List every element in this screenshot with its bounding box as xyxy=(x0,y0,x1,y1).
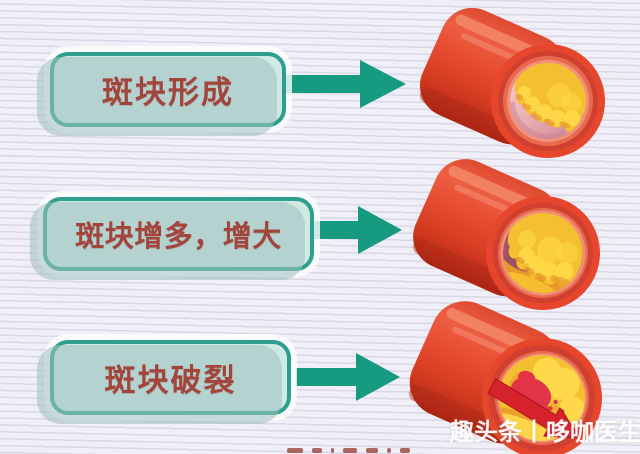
stage-label-plaque-formation: 斑块形成 xyxy=(102,75,234,111)
stage-label-plaque-rupture: 斑块破裂 xyxy=(104,363,237,399)
flow-arrow-icon xyxy=(306,206,402,254)
vessel-illustration-plaque-formation xyxy=(419,7,605,158)
plaque-edge-shadow xyxy=(515,93,571,129)
flow-arrow-icon xyxy=(282,60,406,108)
lumen-shadow xyxy=(506,101,569,142)
watermark: 趣头条丨哆咖医生 xyxy=(450,418,640,446)
flow-arrow-icon xyxy=(296,353,400,401)
stage-box-plaque-formation: 斑块形成 xyxy=(50,52,286,127)
vessel-highlight xyxy=(454,184,519,217)
rupture-arrow-icon xyxy=(487,378,581,439)
vessel-opening xyxy=(506,62,587,142)
stage-label-plaque-growth: 斑块增多，增大 xyxy=(75,219,282,253)
stage-box-plaque-rupture: 斑块破裂 xyxy=(50,340,291,415)
cropped-text-fragment xyxy=(287,448,410,454)
vessel-highlight xyxy=(452,326,519,360)
vessel-illustration-plaque-rupture xyxy=(408,301,602,454)
vessel-highlight xyxy=(461,33,526,66)
stage-box-plaque-growth: 斑块增多，增大 xyxy=(43,197,314,271)
vessel-illustration-plaque-growth xyxy=(412,159,600,310)
